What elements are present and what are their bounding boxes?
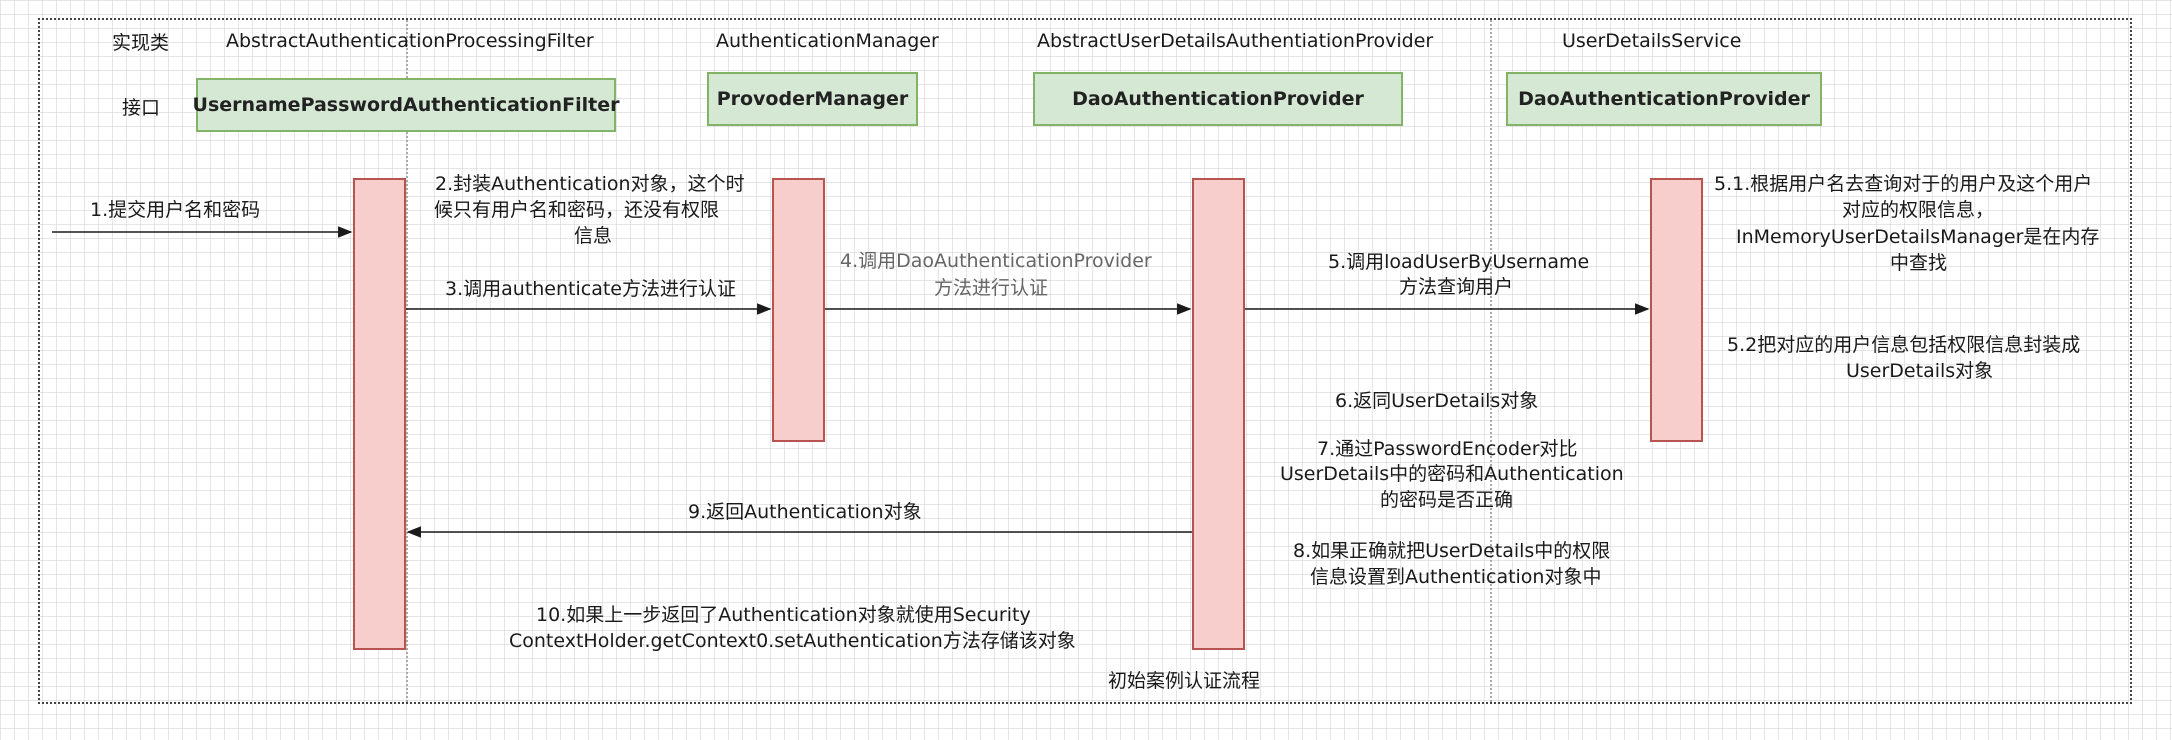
impl-class-filter: AbstractAuthenticationProcessingFilter	[226, 30, 594, 52]
message-7-line: 的密码是否正确	[1380, 489, 1514, 511]
row-label-interface: 接口	[122, 97, 161, 119]
message-5-line: 5.调用loadUserByUsername	[1328, 251, 1590, 273]
message-9-return-authentication: 9.返回Authentication对象	[688, 501, 922, 523]
impl-class-service: UserDetailsService	[1562, 30, 1742, 52]
message-7-line: 7.通过PasswordEncoder对比	[1317, 438, 1578, 460]
message-1-submit: 1.提交用户名和密码	[90, 199, 261, 221]
row-label-impl: 实现类	[112, 32, 170, 54]
impl-class-manager: AuthenticationManager	[716, 30, 939, 52]
activation-manager	[772, 178, 825, 442]
activation-service	[1650, 178, 1703, 442]
message-10-line: 10.如果上一步返回了Authentication对象就使用Security	[536, 604, 1031, 626]
interface-box-service: DaoAuthenticationProvider	[1506, 72, 1822, 126]
message-5-1-line: 对应的权限信息，	[1842, 199, 1995, 221]
lane-separator	[1490, 20, 1492, 702]
diagram-frame	[38, 18, 2132, 704]
message-8-line: 8.如果正确就把UserDetails中的权限	[1293, 540, 1611, 562]
activation-provider	[1192, 178, 1245, 650]
impl-class-provider: AbstractUserDetailsAuthentiationProvider	[1037, 30, 1434, 52]
activation-filter	[353, 178, 406, 650]
message-5-1-line: 中查找	[1890, 252, 1948, 274]
message-8-line: 信息设置到Authentication对象中	[1310, 566, 1602, 588]
message-5-2-line: 5.2把对应的用户信息包括权限信息封装成	[1727, 334, 2081, 356]
message-4-line: 方法进行认证	[934, 277, 1049, 299]
message-2-line: 信息	[574, 225, 613, 247]
interface-box-provider: DaoAuthenticationProvider	[1033, 72, 1403, 126]
message-5-2-line: UserDetails对象	[1846, 360, 1994, 382]
message-3-authenticate: 3.调用authenticate方法进行认证	[445, 278, 736, 300]
message-7-line: UserDetails中的密码和Authentication	[1280, 463, 1624, 485]
message-5-line: 方法查询用户	[1399, 276, 1514, 298]
lane-separator	[406, 20, 408, 702]
diagram-caption: 初始案例认证流程	[1108, 670, 1261, 692]
message-5-1-line: InMemoryUserDetailsManager是在内存	[1736, 226, 2100, 248]
interface-box-manager: ProvoderManager	[707, 72, 918, 126]
message-10-line: ContextHolder.getContext0.setAuthenticat…	[509, 630, 1076, 652]
message-6-return-userdetails: 6.返同UserDetails对象	[1335, 390, 1539, 412]
message-4-line: 4.调用DaoAuthenticationProvider	[840, 250, 1152, 272]
message-5-1-line: 5.1.根据用户名去查询对于的用户及这个用户	[1714, 173, 2093, 195]
message-2-line: 候只有用户名和密码，还没有权限	[434, 199, 720, 221]
interface-box-filter: UsernamePasswordAuthenticationFilter	[193, 78, 619, 132]
message-2-line: 2.封装Authentication对象，这个时	[435, 173, 745, 195]
